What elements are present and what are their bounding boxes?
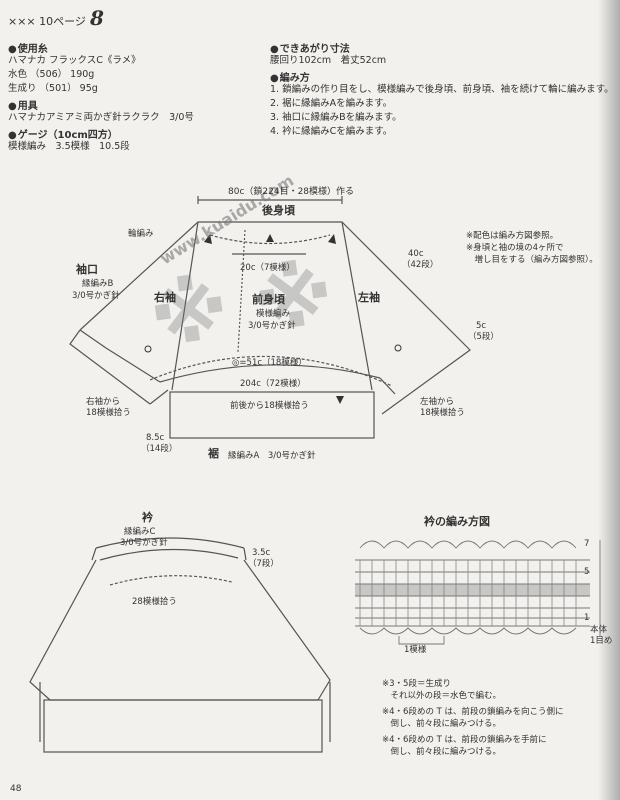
right-pick-label: 右袖から bbox=[86, 397, 121, 407]
collar-title: 衿 bbox=[142, 511, 153, 524]
repeat-label: 1模様 bbox=[404, 645, 427, 655]
finished-heading: できあがり寸法 bbox=[270, 40, 350, 55]
hem-sub-label: 縁編みA 3/0号かぎ針 bbox=[228, 451, 316, 461]
chart-note-2: それ以外の段＝水色で編む。 bbox=[382, 691, 502, 701]
tools-line: ハマナカアミアミ両かぎ針ラクラク 3/0号 bbox=[8, 112, 194, 123]
front-hook-label: 3/0号かぎ針 bbox=[248, 321, 296, 331]
front-body-label: 前身頃 bbox=[252, 293, 285, 306]
collar-pick-label: 28模様拾う bbox=[132, 597, 177, 607]
hem-height-sub-label: （14段） bbox=[141, 444, 178, 454]
left-pick-label-2: 18模様拾う bbox=[420, 408, 465, 418]
page-number: 48 bbox=[10, 784, 22, 794]
right-sleeve-label: 右袖 bbox=[154, 291, 176, 304]
fifty-one-label: ◎=51c（18模様） bbox=[232, 358, 307, 368]
row-num-5: 5 bbox=[584, 567, 590, 577]
contrast-row bbox=[355, 584, 590, 596]
yarn-name: ハマナカ フラックスC《ラメ》 bbox=[8, 55, 141, 66]
forty-label: 40c bbox=[408, 249, 424, 259]
yarn-color-1: 水色 （506） 190g bbox=[8, 69, 95, 80]
right-pick-label-2: 18模様拾う bbox=[86, 408, 131, 418]
method-step-2: 2. 裾に縁編みAを編みます。 bbox=[270, 98, 393, 109]
diagram-note-1: ※配色は編み方図参照。 bbox=[466, 231, 559, 241]
collar-schematic bbox=[29, 537, 331, 753]
chart-note-1: ※3・5段＝生成り bbox=[382, 679, 451, 689]
right-label-body: 本体 bbox=[590, 625, 608, 635]
stitch-ticks bbox=[359, 560, 577, 626]
yoke-outline bbox=[79, 221, 457, 337]
chart-note-3: ※4・6段めの T は、前段の鎖編みを向こう側に bbox=[382, 707, 564, 717]
left-pick-label: 左袖から bbox=[420, 397, 455, 407]
back-body-label: 後身頃 bbox=[262, 204, 295, 217]
book-spine-shadow bbox=[598, 0, 620, 800]
cuff-hook-label: 3/0号かぎ針 bbox=[72, 291, 120, 301]
chart-note-6: 倒し、前々段に編みつける。 bbox=[382, 747, 502, 757]
gauge-line: 模様編み 3.5模様 10.5段 bbox=[8, 141, 130, 152]
pattern-number: 8 bbox=[89, 6, 104, 30]
tools-heading: 用具 bbox=[8, 97, 38, 112]
hem-pick-label: 前後から18模様拾う bbox=[230, 401, 309, 411]
diagram-note-2: ※身頃と袖の境の4ヶ所で bbox=[466, 243, 564, 253]
row-num-7: 7 bbox=[584, 539, 590, 549]
header-prefix: ××× 10ページ bbox=[8, 15, 86, 28]
method-heading: 編み方 bbox=[270, 69, 310, 84]
two-o-four-label: 204c（72模様） bbox=[240, 379, 306, 389]
collar-height-sub-label: （7段） bbox=[248, 559, 279, 569]
left-sleeve-label: 左袖 bbox=[358, 291, 380, 304]
diagram-note-3: 増し目をする（編み方図参照）。 bbox=[466, 255, 598, 265]
yarn-color-2: 生成り （501） 95g bbox=[8, 83, 98, 94]
method-step-4: 4. 衿に縁編みCを編みます。 bbox=[270, 126, 393, 137]
collar-hook-label: 3/0号かぎ針 bbox=[120, 538, 168, 548]
cuff-label: 袖口 bbox=[76, 263, 98, 276]
yarn-heading: 使用糸 bbox=[8, 40, 48, 55]
row-num-1: 1 bbox=[584, 613, 590, 623]
stitch-chart-title: 衿の編み方図 bbox=[424, 515, 490, 528]
border-label: 輪編み bbox=[128, 229, 154, 239]
hem-height-label: 8.5c bbox=[146, 433, 165, 443]
collar-height-label: 3.5c bbox=[252, 548, 271, 558]
method-step-3: 3. 袖口に縁編みBを編みます。 bbox=[270, 112, 402, 123]
five-sub-label: （5段） bbox=[468, 332, 499, 342]
gauge-heading: ゲージ（10cm四方） bbox=[8, 126, 118, 141]
chart-note-4: 倒し、前々段に編みつける。 bbox=[382, 719, 502, 729]
forty-sub-label: （42段） bbox=[402, 260, 439, 270]
cuff-sub-label: 縁編みB bbox=[82, 279, 114, 289]
five-label: 5c bbox=[476, 321, 487, 331]
finished-line: 腰回り102cm 着丈52cm bbox=[270, 55, 387, 66]
twenty-label: 20c（7模様） bbox=[240, 263, 295, 273]
top-dimension-label: 80c（鎖224目・28模様）作る bbox=[228, 187, 355, 197]
hem-band bbox=[169, 391, 375, 439]
stitch-chart bbox=[355, 540, 601, 645]
right-label-first: 1目め bbox=[590, 636, 613, 646]
chart-note-5: ※4・6段めの T は、前段の鎖編みを手前に bbox=[382, 735, 547, 745]
front-sub-label: 模様編み bbox=[256, 309, 291, 319]
collar-sub-label: 縁編みC bbox=[124, 527, 156, 537]
method-step-1: 1. 鎖編みの作り目をし、模様編みで後身頃、前身頃、袖を続けて輪に編みます。 bbox=[270, 84, 614, 95]
hem-label: 裾 bbox=[208, 447, 219, 460]
